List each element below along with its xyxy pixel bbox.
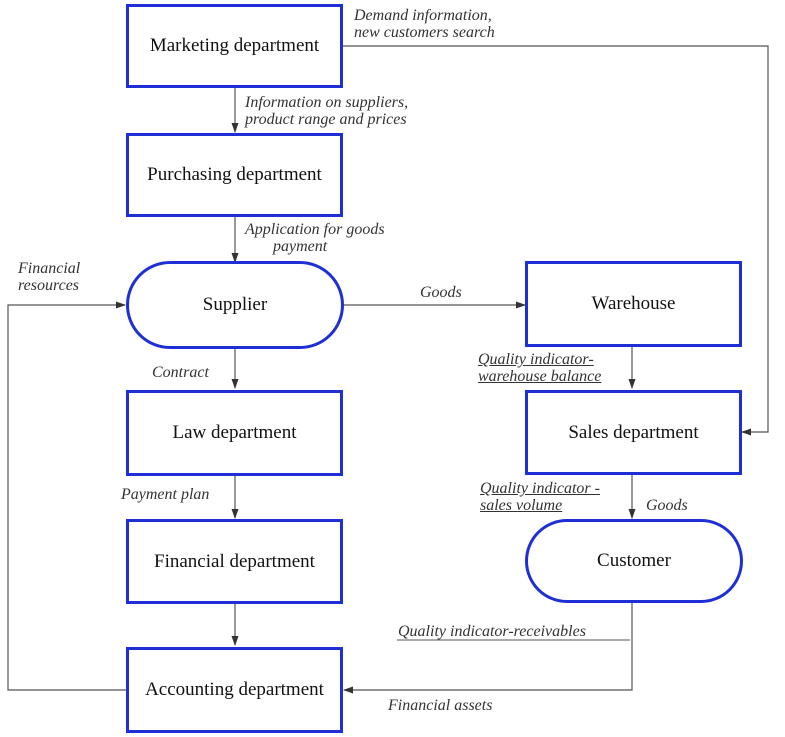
- label-contract: Contract: [152, 364, 209, 381]
- label-financial-assets: Financial assets: [388, 697, 493, 714]
- sales-department-label: Sales department: [568, 421, 699, 443]
- sales-department-box: Sales department: [525, 390, 742, 475]
- label-goods-to-customer: Goods: [646, 497, 688, 514]
- accounting-department-box: Accounting department: [126, 647, 343, 733]
- supplier-label: Supplier: [202, 294, 268, 315]
- label-warehouse-balance: Quality indicator- warehouse balance: [478, 351, 602, 385]
- label-goods-to-warehouse: Goods: [420, 284, 462, 301]
- label-payment-plan: Payment plan: [121, 486, 210, 503]
- label-demand-information: Demand information, new customers search: [354, 7, 495, 41]
- label-receivables: Quality indicator-receivables: [398, 623, 586, 640]
- arrow-accounting-supplier: [7, 301, 127, 691]
- financial-department-label: Financial department: [154, 550, 315, 572]
- accounting-department-label: Accounting department: [145, 679, 324, 700]
- customer-terminal: Customer: [525, 519, 743, 603]
- label-application-for-goods-payment: Application for goods payment: [245, 221, 385, 255]
- arrow-customer-accounting: [343, 602, 633, 694]
- label-financial-resources: Financial resources: [18, 260, 81, 294]
- purchasing-department-label: Purchasing department: [147, 164, 322, 185]
- warehouse-box: Warehouse: [525, 261, 742, 347]
- law-department-box: Law department: [126, 390, 343, 476]
- marketing-department-label: Marketing department: [149, 35, 320, 56]
- customer-label: Customer: [597, 550, 671, 571]
- financial-department-box: Financial department: [126, 519, 343, 604]
- label-information-on-suppliers: Information on suppliers, product range …: [245, 94, 409, 128]
- supplier-terminal: Supplier: [126, 261, 344, 349]
- label-sales-volume: Quality indicator - sales volume: [480, 480, 600, 514]
- warehouse-label: Warehouse: [591, 293, 676, 314]
- marketing-department-box: Marketing department: [126, 4, 343, 88]
- purchasing-department-box: Purchasing department: [126, 133, 343, 217]
- arrow-marketing-sales: [342, 45, 769, 436]
- law-department-label: Law department: [172, 422, 297, 443]
